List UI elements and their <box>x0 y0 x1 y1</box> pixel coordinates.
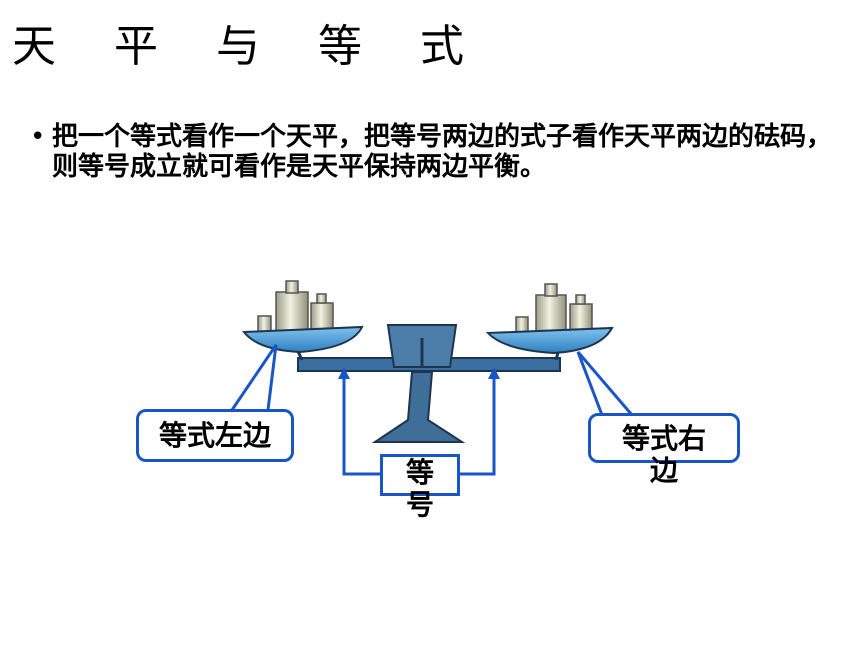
right-side-label-text: 等式右边 <box>621 422 706 487</box>
left-side-label-text: 等式左边 <box>158 418 271 452</box>
left-side-label: 等式左边 <box>136 409 294 462</box>
left-callout-tail <box>230 344 278 411</box>
left-weights <box>257 280 334 333</box>
right-side-label: 等式右边 <box>588 413 740 487</box>
bullet-marker: • <box>30 122 46 152</box>
bullet-point: • 把一个等式看作一个天平，把等号两边的式子看作天平两边的砝码，则等号成立就可看… <box>30 122 840 182</box>
page-title: 天 平 与 等 式 <box>12 21 486 72</box>
balance-beam <box>297 357 561 372</box>
right-callout-tail <box>576 351 634 416</box>
right-pan <box>485 326 614 355</box>
arrow-heads <box>338 367 500 379</box>
bullet-text: 把一个等式看作一个天平，把等号两边的式子看作天平两边的砝码，则等号成立就可看作是… <box>52 122 833 182</box>
balance-stand <box>371 324 466 443</box>
equal-sign-label: 等号 <box>380 454 460 521</box>
right-weights <box>515 283 593 333</box>
left-pan <box>242 325 364 354</box>
equal-sign-label-text: 等号 <box>405 456 434 521</box>
